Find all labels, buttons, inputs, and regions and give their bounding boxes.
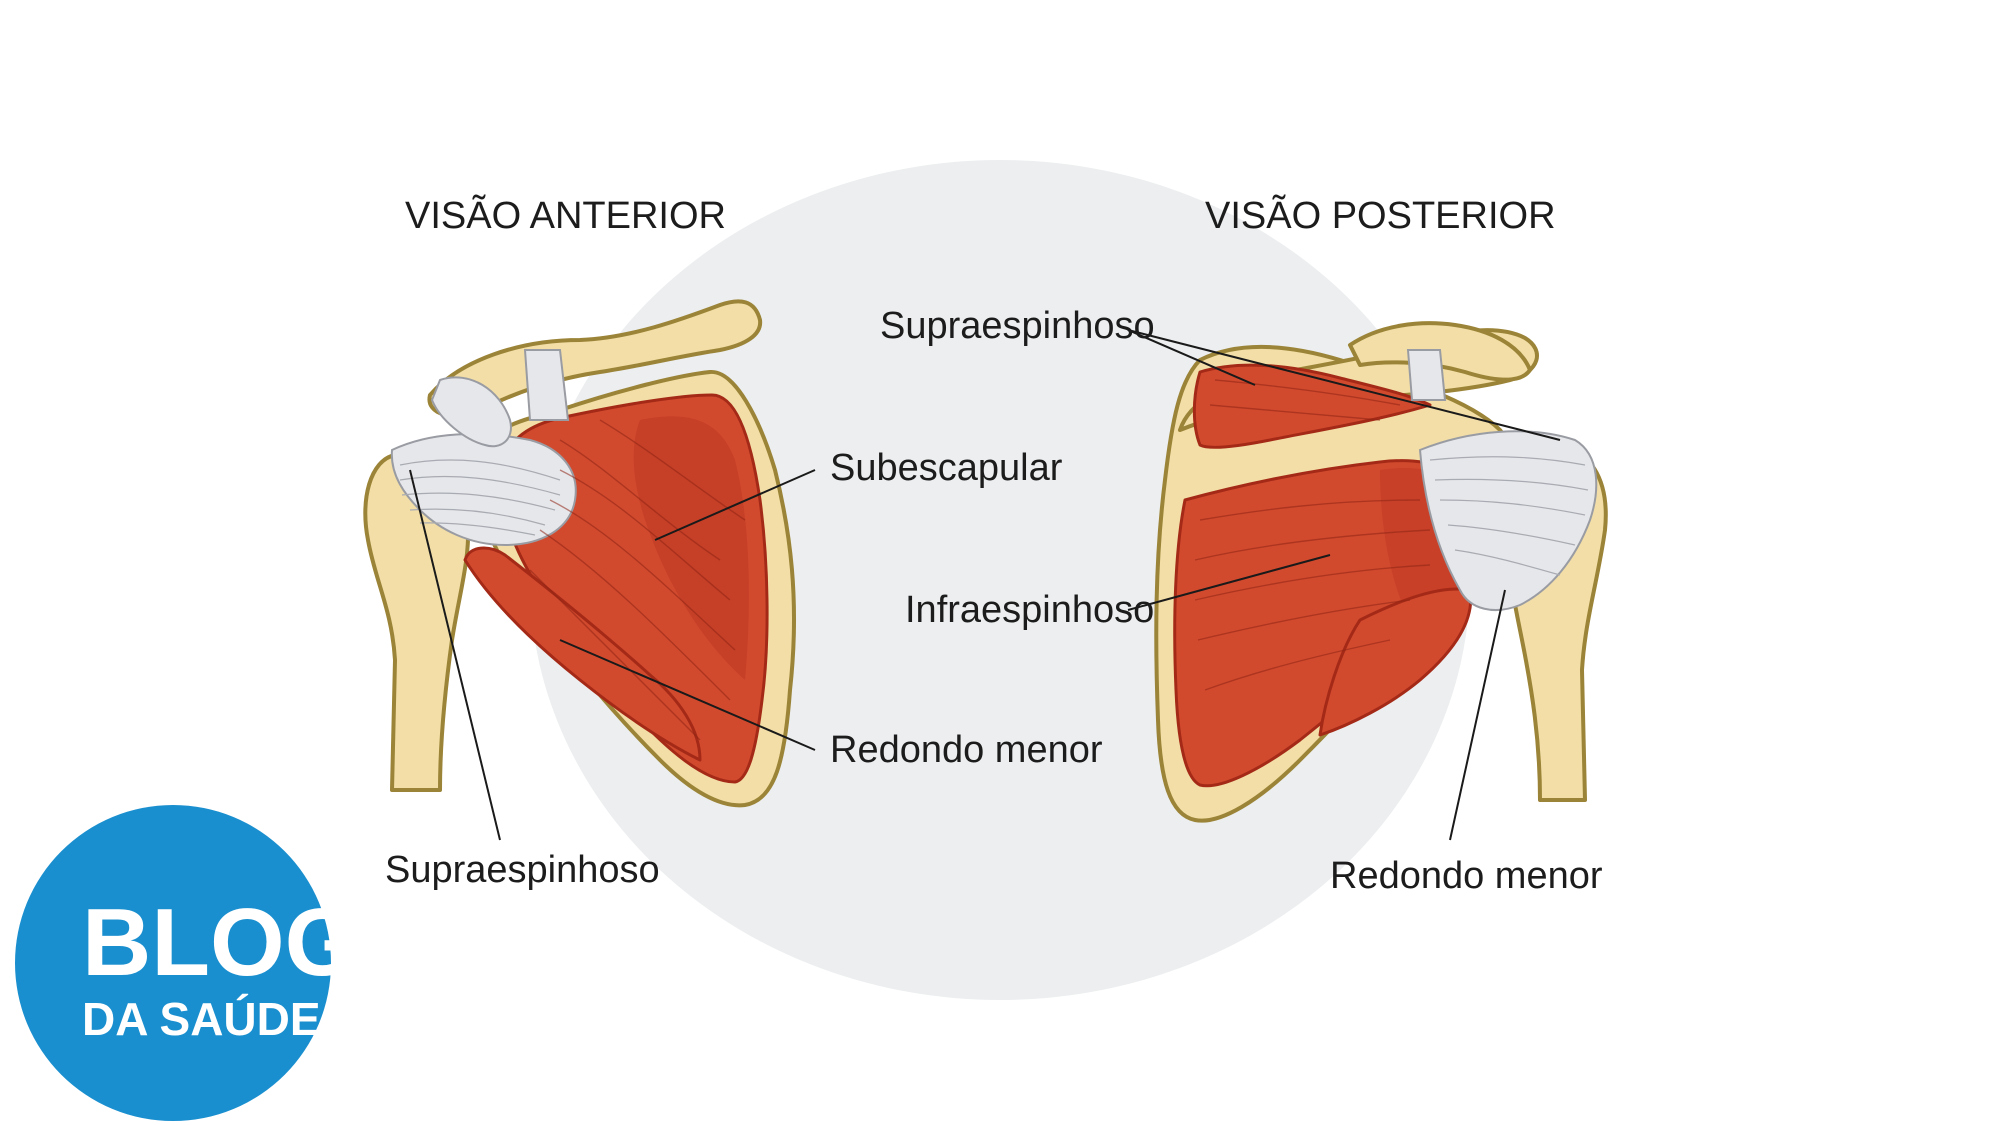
tendon-sheet-posterior — [1418, 430, 1598, 611]
label-infraespinhoso-posterior: Infraespinhoso — [905, 589, 1154, 631]
coracoid-tendon-anterior — [430, 376, 512, 448]
logo-text-da-saude: DA SAÚDE — [82, 993, 321, 1045]
muscle-fibers-anterior — [529, 419, 746, 741]
logo-circle — [15, 805, 331, 1121]
subescapular-shadow — [633, 416, 749, 680]
label-redondo-menor-posterior: Redondo menor — [1330, 855, 1603, 897]
leader-supraespinhoso-anterior — [409, 469, 501, 841]
clavicle-anterior — [427, 299, 763, 418]
redondo-menor-muscle-anterior — [463, 546, 702, 762]
label-supraespinhoso-anterior: Supraespinhoso — [385, 849, 660, 891]
anterior-view-title: VISÃO ANTERIOR — [405, 194, 726, 237]
leader-redondo-menor-anterior — [559, 639, 816, 751]
muscle-fibers-posterior — [1194, 379, 1431, 691]
leader-supraespinhoso-posterior-2 — [1127, 329, 1561, 441]
label-redondo-menor-anterior: Redondo menor — [830, 729, 1103, 771]
label-subescapular-anterior: Subescapular — [830, 447, 1063, 489]
leader-infraespinhoso-posterior — [1127, 554, 1331, 611]
tendon-fibers-anterior — [399, 459, 561, 536]
blog-da-saude-logo: BLOG DA SAÚDE — [15, 805, 359, 1121]
biceps-tendon-posterior — [1406, 349, 1447, 401]
biceps-tendon-anterior — [523, 349, 570, 421]
redondo-menor-muscle-posterior — [1318, 587, 1473, 737]
leader-supraespinhoso-posterior-1 — [1127, 329, 1256, 386]
leader-subescapular — [654, 469, 816, 541]
leader-redondo-menor-posterior — [1449, 589, 1506, 841]
shoulder-anterior-illustration — [363, 299, 797, 808]
label-supraespinhoso-posterior: Supraespinhoso — [880, 305, 1155, 347]
tendon-fibers-posterior — [1429, 456, 1589, 576]
posterior-view-title: VISÃO POSTERIOR — [1205, 194, 1556, 237]
shoulder-posterior-illustration — [1154, 321, 1608, 823]
logo-text-blog: BLOG — [82, 889, 359, 996]
